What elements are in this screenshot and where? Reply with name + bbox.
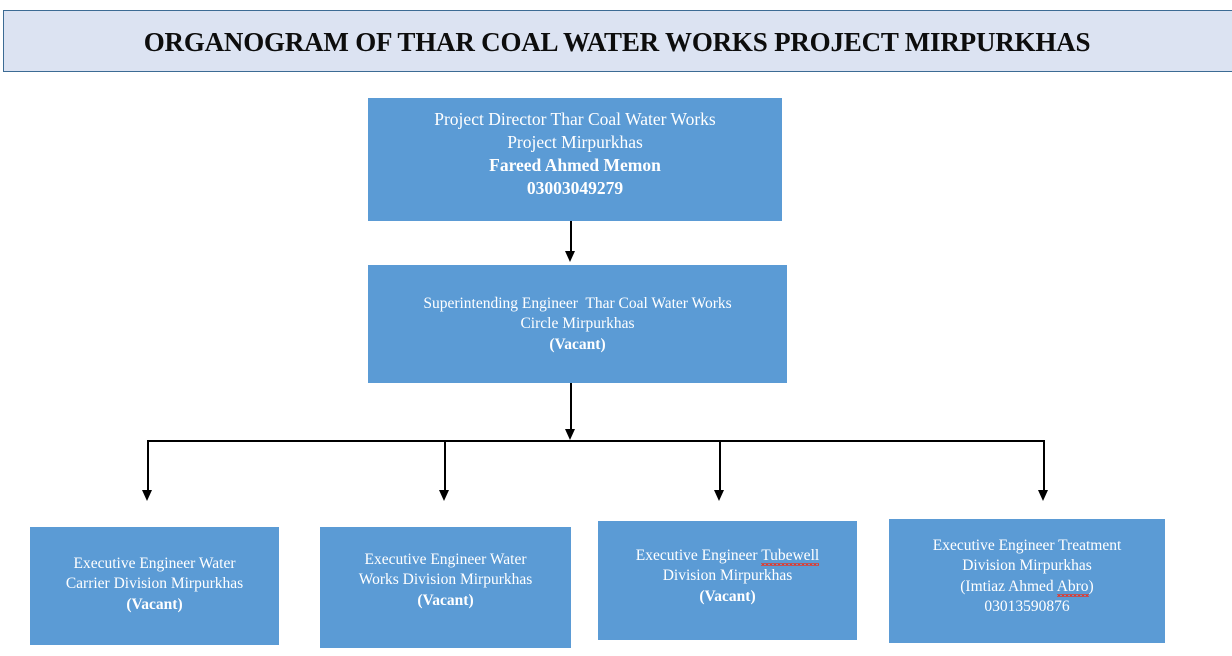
connector-bus-to-treatment	[1043, 440, 1045, 492]
page-title: ORGANOGRAM OF THAR COAL WATER WORKS PROJ…	[143, 27, 1091, 57]
node-line: Circle Mirpurkhas	[520, 315, 635, 333]
node-line: Executive Engineer Treatment	[932, 537, 1122, 554]
misspelled-word: Abro	[1056, 577, 1089, 595]
title-banner: ORGANOGRAM OF THAR COAL WATER WORKS PROJ…	[3, 10, 1232, 72]
node-person-name: Fareed Ahmed Memon	[489, 155, 661, 176]
node-phone-number: 03013590876	[984, 598, 1070, 616]
node-line: Project Mirpurkhas	[507, 132, 643, 153]
arrowhead-icon	[141, 490, 152, 501]
node-status-vacant: (Vacant)	[699, 587, 756, 605]
connector-bus-to-water-carrier	[147, 440, 149, 492]
arrowhead-icon	[438, 490, 449, 501]
node-line: Project Director Thar Coal Water Works	[434, 109, 716, 129]
node-status-vacant: (Vacant)	[417, 591, 474, 609]
node-line: Division Mirpurkhas	[662, 567, 793, 585]
connector-horizontal-bus	[147, 440, 1044, 442]
node-line-text: (Imtiaz Ahmed	[960, 577, 1057, 595]
node-line: Executive Engineer Water	[364, 551, 527, 568]
connector-bus-to-water-works	[444, 440, 446, 492]
org-node-project-director[interactable]: Project Director Thar Coal Water Works P…	[368, 98, 782, 221]
org-node-superintending-engineer[interactable]: Superintending Engineer Thar Coal Water …	[368, 265, 787, 383]
node-status-vacant: (Vacant)	[126, 595, 183, 613]
node-status-vacant: (Vacant)	[549, 335, 606, 353]
arrowhead-icon	[1037, 490, 1048, 501]
node-line: Executive Engineer Tubewell	[635, 546, 820, 566]
org-node-ee-treatment-division[interactable]: Executive Engineer Treatment Division Mi…	[889, 519, 1165, 643]
org-node-ee-water-carrier-division[interactable]: Executive Engineer Water Carrier Divisio…	[30, 527, 279, 645]
connector-se-to-bus	[570, 383, 572, 430]
node-line-text: )	[1088, 577, 1094, 595]
node-line: Works Division Mirpurkhas	[358, 571, 533, 589]
node-person-name: (Imtiaz Ahmed Abro)	[960, 577, 1094, 597]
node-line: Carrier Division Mirpurkhas	[65, 575, 244, 593]
node-line-text: Executive Engineer	[635, 547, 762, 564]
node-phone-number: 03003049279	[526, 178, 624, 199]
org-node-ee-water-works-division[interactable]: Executive Engineer Water Works Division …	[320, 527, 571, 648]
misspelled-word: Tubewell	[761, 547, 820, 564]
connector-bus-to-tubewell	[719, 440, 721, 492]
org-node-ee-tubewell-division[interactable]: Executive Engineer Tubewell Division Mir…	[598, 521, 857, 640]
arrowhead-icon	[713, 490, 724, 501]
arrowhead-icon	[564, 429, 575, 440]
node-line: Executive Engineer Water	[73, 555, 236, 572]
node-line: Superintending Engineer Thar Coal Water …	[423, 295, 732, 312]
connector-director-to-se	[570, 221, 572, 254]
arrowhead-icon	[564, 251, 575, 262]
node-line: Division Mirpurkhas	[962, 557, 1092, 575]
